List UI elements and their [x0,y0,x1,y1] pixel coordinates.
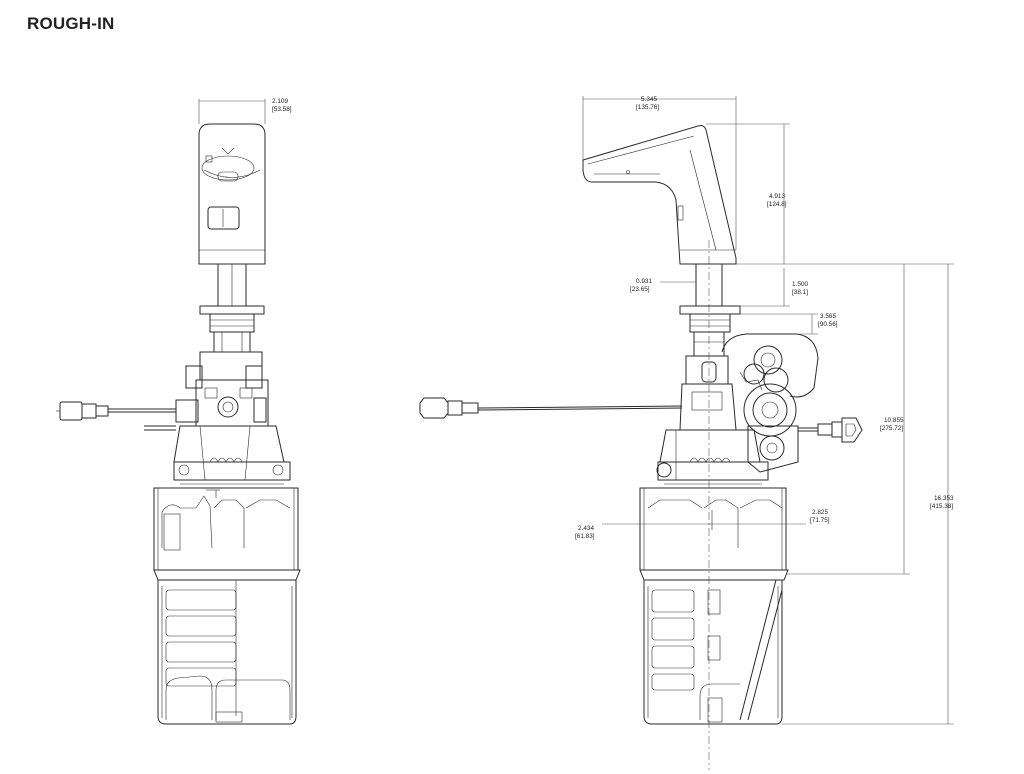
side-valve [656,333,819,485]
front-view: 2.109 [53.58] [56,98,301,725]
overall-height-in: 16.353 [934,495,954,502]
side-view: 5.345 [135.76] 4.913 [124.8] 0.931 [23.6… [419,96,954,770]
page-title: ROUGH-IN [27,14,115,33]
front-width-in: 2.109 [272,98,288,105]
box-right-offset-in: 2.825 [812,509,828,516]
side-dimension-lines [582,96,954,725]
spout-height-in: 4.913 [769,193,785,200]
side-shank [679,263,741,357]
front-battery-box [153,487,301,725]
front-cable [56,401,176,431]
front-width-mm: [53.58] [272,106,292,113]
spout-reach-in: 5.345 [641,96,657,103]
deck-thickness-mm: [38.1] [792,289,808,296]
side-battery-box [639,487,789,725]
overall-height-mm: [415.38] [930,503,953,510]
box-top-height-mm: [275.72] [880,425,903,432]
deck-thickness-in: 1.500 [792,281,808,288]
box-left-offset-mm: [61.83] [575,533,595,540]
shank-diameter-mm: [23.65] [630,286,650,293]
box-top-height-in: 10.855 [884,417,904,424]
box-right-offset-mm: [71.75] [810,517,830,524]
front-faucet-body [198,99,266,265]
spout-height-mm: [124.8] [767,201,787,208]
side-cable-right [798,417,863,443]
shank-diameter-in: 0.931 [636,278,652,285]
side-spout [582,125,737,265]
front-shank [199,263,265,353]
spout-reach-mm: [135.76] [636,104,659,111]
valve-depth-mm: [90.56] [818,321,838,328]
side-cable-left [419,397,683,419]
valve-depth-in: 3.565 [820,313,836,320]
front-valve-body [173,351,291,485]
box-left-offset-in: 2.434 [578,525,594,532]
